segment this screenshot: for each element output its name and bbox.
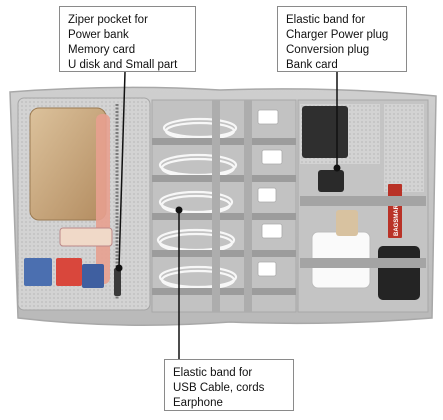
callout-line: U disk and Small part <box>68 59 178 71</box>
callout-line: Elastic band for <box>173 367 253 379</box>
callout-line: Memory card <box>68 44 136 56</box>
leader-dot-bottom <box>175 206 183 214</box>
callout-line: Charger Power plug <box>286 29 389 41</box>
card-slot-pocket <box>384 104 424 192</box>
vertical-bands <box>212 100 252 312</box>
memory-card <box>82 264 104 288</box>
leader-dot-left <box>115 264 123 272</box>
callout-line: Power bank <box>68 29 129 41</box>
leader-line-left <box>118 71 126 269</box>
callout-zipper-pocket: Ziper pocket for Power bank Memory card … <box>59 6 196 72</box>
callout-line: Conversion plug <box>286 44 370 56</box>
brand-logo: BAGSMART <box>394 201 400 236</box>
usb-plugs <box>257 109 283 277</box>
callout-line: Ziper pocket for <box>68 14 148 26</box>
memory-card <box>56 258 82 286</box>
callout-elastic-band-cables: Elastic band for USB Cable, cords Earpho… <box>164 359 294 411</box>
callout-line: Elastic band for <box>286 14 366 26</box>
conversion-plug <box>318 170 344 192</box>
charger-gold-plug <box>336 210 358 236</box>
callout-line: Earphone <box>173 397 223 409</box>
callout-elastic-band-chargers: Elastic band for Charger Power plug Conv… <box>277 6 407 72</box>
callout-line: USB Cable, cords <box>173 382 265 394</box>
leader-dot-right <box>333 164 341 172</box>
zipper-pull <box>114 268 121 296</box>
memory-card <box>24 258 52 286</box>
usb-stick <box>59 227 113 247</box>
elastic-bands <box>152 138 296 295</box>
right-elastic-bands <box>300 196 426 268</box>
callout-line: Bank card <box>286 59 338 71</box>
